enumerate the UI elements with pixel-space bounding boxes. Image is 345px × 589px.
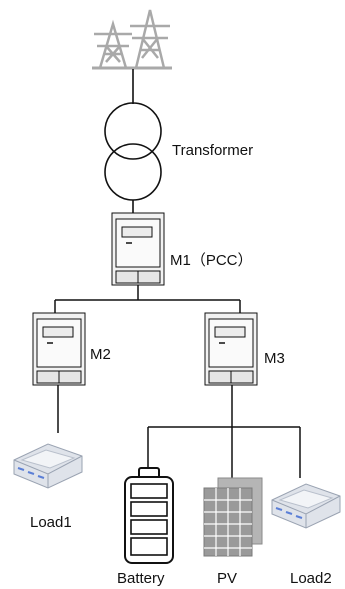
transformer-label: Transformer [172,142,254,159]
transformer-icon [104,69,162,213]
battery-icon [124,467,174,564]
load-device-icon [271,483,341,529]
load1-label: Load1 [30,514,72,531]
transmission-tower-icon [92,9,172,70]
electric-meter-icon [111,212,165,286]
load2-label: Load2 [290,570,332,587]
electric-meter-icon [204,312,258,386]
pv-label: PV [217,570,238,587]
m1-label: M1（PCC） [170,252,253,269]
electric-meter-icon [32,312,86,386]
m3-label: M3 [264,350,285,367]
battery-label: Battery [117,570,165,587]
load-device-icon [13,443,83,489]
m2-label: M2 [90,346,111,363]
solar-panel-icon [203,477,263,557]
